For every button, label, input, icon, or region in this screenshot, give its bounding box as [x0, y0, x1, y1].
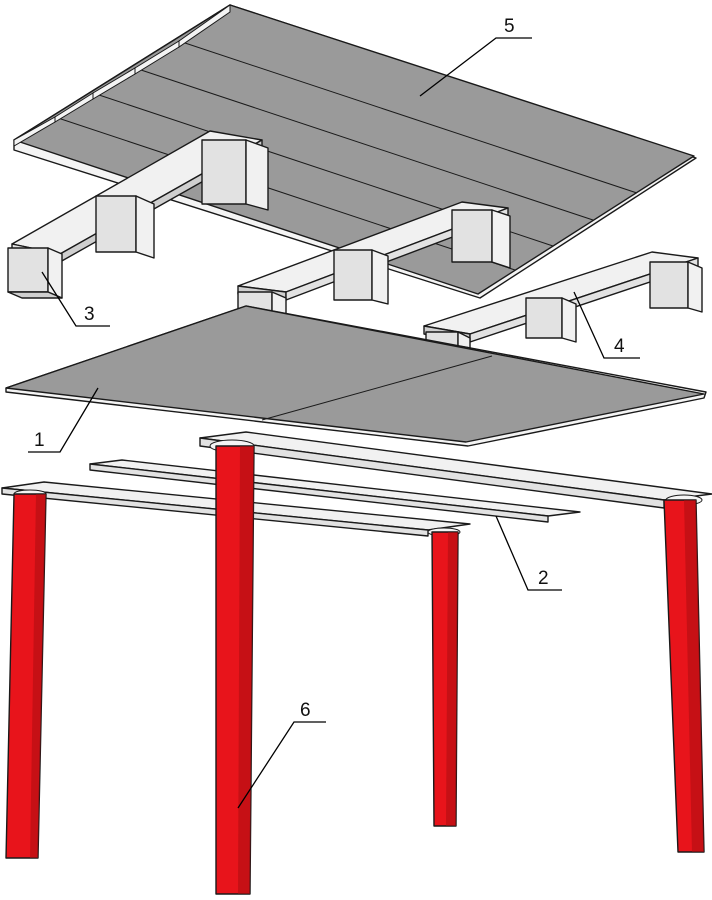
callout-label-1: 1 — [34, 430, 45, 451]
callout-4: 4 — [573, 291, 640, 359]
leg-front-middle — [209, 439, 255, 895]
callout-2: 2 — [495, 515, 562, 591]
callout-6: 6 — [237, 700, 326, 809]
right-joist-block-back — [649, 261, 703, 313]
callout-1: 1 — [28, 387, 99, 453]
middle-joist-block-middle — [333, 249, 389, 305]
middle-joist-block-back — [451, 209, 511, 269]
left-joist-block-back — [201, 139, 269, 211]
callout-label-4: 4 — [614, 336, 625, 357]
part-1-lower-panel — [5, 305, 707, 447]
callout-label-6: 6 — [300, 700, 311, 721]
callout-label-2: 2 — [538, 568, 549, 589]
left-joist-block-middle — [95, 195, 155, 259]
part-2-frame-rails — [1, 431, 712, 537]
top-panel-plank-ends — [13, 4, 231, 147]
left-joist-block-front — [7, 247, 63, 299]
part-3-left-joist — [7, 130, 269, 299]
callout-3: 3 — [41, 271, 110, 327]
leg-back-middle — [427, 527, 461, 827]
callout-5: 5 — [419, 16, 532, 97]
part-6-legs — [5, 439, 705, 895]
lower-panel-seam — [261, 355, 493, 421]
rail-left-side — [1, 487, 429, 537]
right-joist-block-middle — [525, 297, 577, 343]
lower-panel-face — [5, 305, 705, 443]
callout-label-3: 3 — [84, 304, 95, 325]
top-panel-face — [13, 4, 695, 295]
part-4-right-joist — [423, 251, 703, 349]
rail-middle-side — [89, 463, 549, 523]
middle-joist — [237, 201, 511, 317]
callout-label-5: 5 — [504, 16, 515, 37]
leg-front-left — [5, 489, 47, 859]
leg-back-right — [663, 494, 705, 853]
part-5-top-planked-panel — [13, 4, 697, 299]
